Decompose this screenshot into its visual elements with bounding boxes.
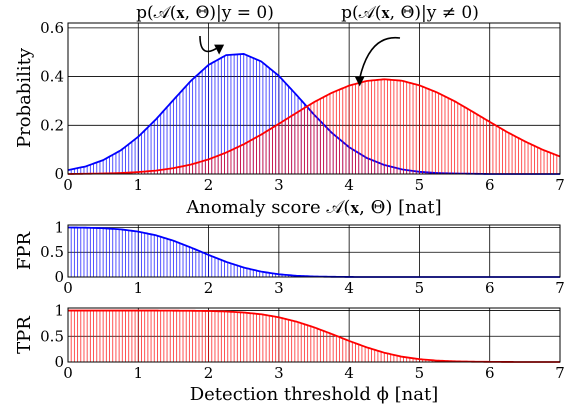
x-tick-label: 0: [63, 279, 73, 297]
x-tick-label: 3: [274, 364, 284, 382]
y-tick-label: 0.5: [40, 327, 64, 345]
x-tick-label: 2: [204, 176, 214, 194]
y-tick-label: 0.5: [40, 243, 64, 261]
y-tick-label: 1: [54, 218, 64, 236]
x-tick-label: 0: [63, 364, 73, 382]
x-tick-label: 4: [344, 176, 354, 194]
x-tick-label: 6: [485, 364, 495, 382]
plot-frame: [67, 307, 561, 363]
x-tick-label: 4: [344, 364, 354, 382]
y-axis-label: TPR: [14, 316, 35, 354]
annotation-label: p(𝒜(𝐱, Θ)|y = 0): [136, 3, 274, 23]
x-tick-label: 7: [555, 176, 565, 194]
x-tick-label: 0: [63, 176, 73, 194]
y-tick-label: 1: [54, 302, 64, 320]
x-tick-label: 3: [274, 279, 284, 297]
y-axis-label: FPR: [14, 231, 35, 270]
x-tick-label: 5: [415, 364, 425, 382]
x-tick-label: 2: [204, 279, 214, 297]
x-tick-label: 7: [555, 364, 565, 382]
y-tick-label: 0.2: [40, 116, 64, 134]
annotation-arrow: [358, 36, 401, 79]
y-axis-label: Probability: [14, 47, 35, 148]
annotation-arrow: [199, 35, 220, 53]
x-tick-label: 7: [555, 279, 565, 297]
x-tick-label: 2: [204, 364, 214, 382]
annotation-arrowhead: [354, 76, 365, 87]
annotation-label: p(𝒜(𝐱, Θ)|y ≠ 0): [341, 3, 479, 23]
x-axis-label: Detection threshold ϕ [nat]: [190, 384, 439, 405]
y-tick-label: 0: [54, 353, 64, 371]
y-tick-label: 0.4: [40, 68, 64, 86]
y-tick-label: 0: [54, 268, 64, 286]
x-tick-label: 4: [344, 279, 354, 297]
x-tick-label: 3: [274, 176, 284, 194]
y-tick-label: 0: [54, 165, 64, 183]
plot-frame: [67, 224, 561, 278]
annotation-arrowhead: [214, 44, 225, 55]
x-axis-label: Anomaly score 𝒜(𝐱, Θ) [nat]: [185, 197, 441, 218]
y-tick-label: 0.6: [40, 19, 64, 37]
series-2: [67, 78, 561, 175]
x-tick-label: 1: [134, 279, 144, 297]
x-tick-label: 1: [134, 176, 144, 194]
x-tick-label: 1: [134, 364, 144, 382]
x-tick-label: 6: [485, 176, 495, 194]
x-tick-label: 5: [415, 176, 425, 194]
x-tick-label: 5: [415, 279, 425, 297]
plot-frame: [67, 22, 561, 175]
x-tick-label: 6: [485, 279, 495, 297]
